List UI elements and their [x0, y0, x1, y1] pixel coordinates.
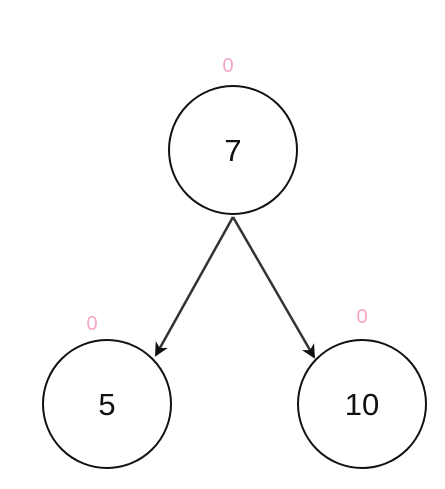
node-value: 5	[98, 387, 115, 422]
edge-root-right	[231, 216, 316, 359]
node-balance-label: 0	[86, 313, 97, 335]
node-value: 7	[224, 133, 241, 168]
node-circle	[42, 339, 172, 469]
node-value: 10	[345, 387, 379, 422]
tree-node-root: 7 0	[168, 55, 298, 215]
node-circle	[168, 85, 298, 215]
edge-root-left	[154, 216, 235, 357]
node-balance-label: 0	[356, 306, 367, 328]
node-balance-label: 0	[222, 55, 233, 77]
tree-node-left: 5 0	[42, 313, 172, 469]
node-circle	[297, 339, 427, 469]
tree-node-right: 10 0	[297, 306, 427, 469]
